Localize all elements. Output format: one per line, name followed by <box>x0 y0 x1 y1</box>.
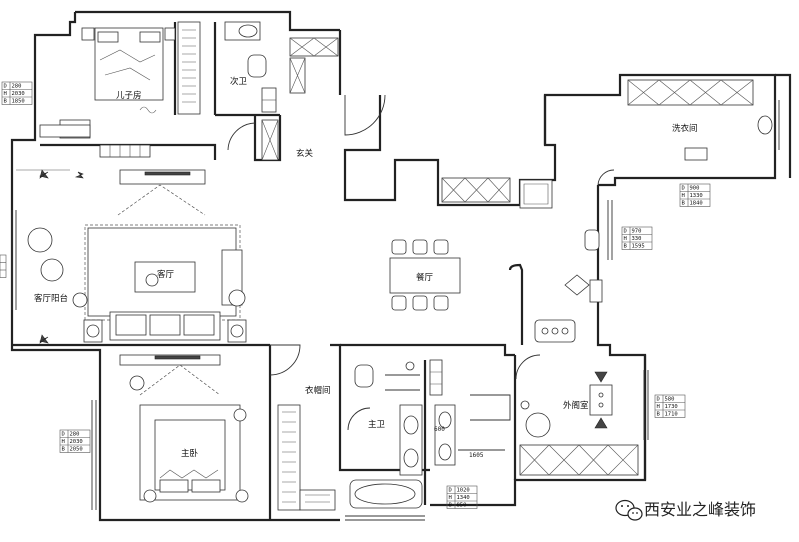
dim-value: 1020 <box>457 488 470 494</box>
vanity-width: 1605 <box>469 452 484 459</box>
dim-key: B <box>4 99 8 105</box>
dim-key: B <box>657 412 661 418</box>
dim-value: 280 <box>70 432 80 438</box>
dim-key: H <box>62 439 65 445</box>
measurements: 600 1605 <box>434 426 484 459</box>
dim-key: H <box>449 495 452 501</box>
dim-key: D <box>657 397 660 403</box>
dim-key: H <box>657 404 660 410</box>
dim-value: 900 <box>690 186 700 192</box>
dim-value: 580 <box>665 397 675 403</box>
label-living: 客厅 <box>157 269 175 280</box>
dim-value: 850 <box>457 503 467 509</box>
dim-value: 1850 <box>12 99 25 105</box>
dim-value: 2030 <box>12 91 25 97</box>
label-master-bed: 主卧 <box>181 448 199 459</box>
label-living-balcony: 客厅阳台 <box>34 293 68 304</box>
plant-icon <box>39 169 84 344</box>
dim-value: 1840 <box>690 201 703 207</box>
dining-table <box>389 257 461 294</box>
dim-value: 330 <box>632 236 642 242</box>
dim-value: 1710 <box>665 412 678 418</box>
son-room <box>39 27 176 158</box>
dim-key: H <box>682 193 685 199</box>
living-room <box>16 169 247 344</box>
dim-value: 2030 <box>70 439 83 445</box>
label-master-bath: 主卫 <box>368 419 386 430</box>
second-bath <box>224 21 277 113</box>
dim-value: 2050 <box>70 447 83 453</box>
entrance-cabinets <box>227 37 386 161</box>
dim-key: D <box>62 432 65 438</box>
wechat-icon <box>615 499 643 521</box>
dim-value: 280 <box>12 84 22 90</box>
dim-value: 970 <box>632 229 642 235</box>
watermark: 西安业之峰装饰 <box>615 499 756 521</box>
dim-table-left-edge <box>0 254 7 278</box>
dining <box>389 229 603 343</box>
outdoor-room <box>429 354 639 476</box>
dim-key: D <box>682 186 685 192</box>
kitchen-cabinets <box>441 177 553 209</box>
room-labels: 儿子房 次卫 玄关 洗衣间 客厅 客厅阳台 餐厅 衣帽间 主卫 主卧 外阁室 <box>34 76 698 459</box>
label-outdoor-room: 外阁室 <box>563 400 589 411</box>
dim-key: D <box>449 488 452 494</box>
walls <box>10 10 792 522</box>
son-wardrobe <box>177 21 201 115</box>
master-bed <box>154 419 226 491</box>
dim-key: H <box>4 91 7 97</box>
dim-key: B <box>449 503 453 509</box>
watermark-text: 西安业之峰装饰 <box>644 500 756 519</box>
dim-key: B <box>62 447 66 453</box>
laundry <box>597 79 773 186</box>
coffee-table <box>134 261 196 293</box>
label-cloakroom: 衣帽间 <box>305 385 331 396</box>
cloakroom <box>277 404 336 511</box>
label-second-bath: 次卫 <box>230 76 248 87</box>
master-tv-cabinet <box>119 354 221 366</box>
dim-key: B <box>624 244 628 250</box>
label-dining: 餐厅 <box>416 273 434 283</box>
label-laundry: 洗衣间 <box>672 123 698 134</box>
dim-key: D <box>624 229 627 235</box>
dim-key: H <box>624 236 627 242</box>
dim-key: D <box>4 84 7 90</box>
side-table <box>589 384 613 416</box>
vanity-depth: 600 <box>434 426 445 433</box>
windows <box>11 100 780 521</box>
dim-key: B <box>682 201 686 207</box>
label-entrance: 玄关 <box>296 148 314 159</box>
label-son-room: 儿子房 <box>116 90 142 101</box>
dim-value: 1340 <box>457 495 470 501</box>
master-bedroom <box>119 344 301 503</box>
son-cabinet <box>99 144 151 158</box>
dim-value: 1330 <box>690 193 703 199</box>
master-bath <box>347 361 423 509</box>
dim-value: 1595 <box>632 244 645 250</box>
dim-value: 1730 <box>665 404 678 410</box>
